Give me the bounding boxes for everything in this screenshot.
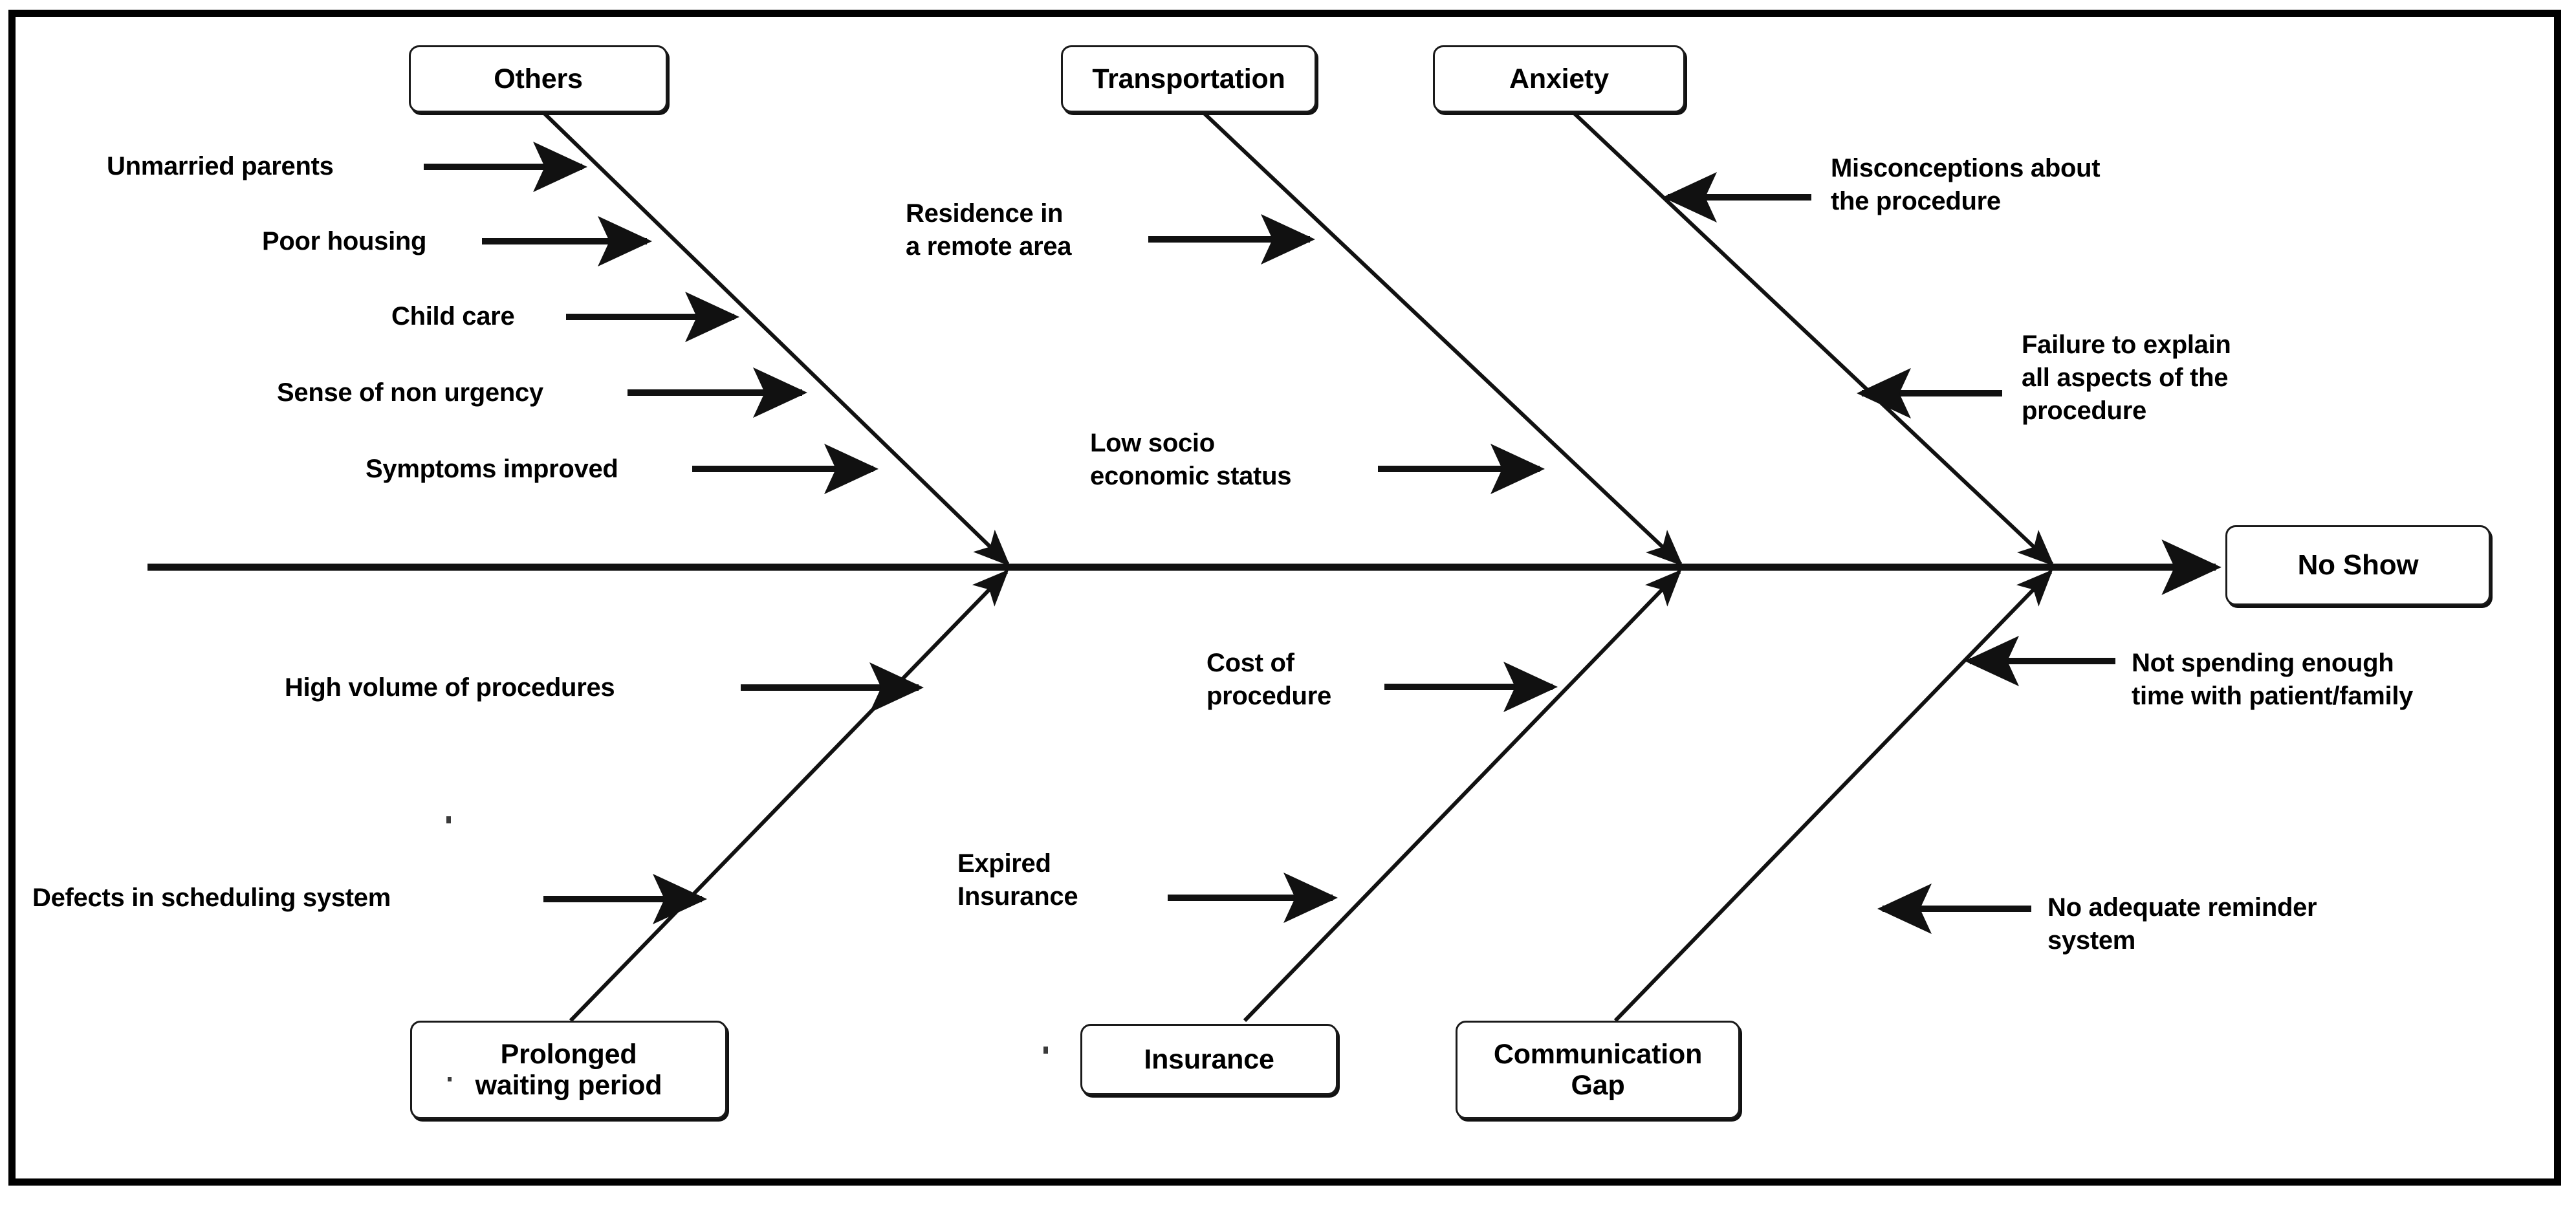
cause-label-no-adequate-reminder-system: No adequate reminder system [2047, 893, 2317, 955]
diagram-outer-frame [8, 10, 2561, 1186]
scan-speck-upper-left [446, 816, 451, 823]
category-box-others[interactable]: Others [409, 45, 668, 113]
category-label-prolonged-waiting-period: Prolonged waiting period [475, 1038, 662, 1101]
cause-label-cost-of-procedure: Cost of procedure [1206, 649, 1331, 711]
category-label-communication-gap: Communication Gap [1493, 1038, 1703, 1101]
scan-speck-prolonged-box [448, 1077, 452, 1081]
cause-label-symptoms-improved: Symptoms improved [366, 455, 618, 483]
scan-speck-mid-lower [1043, 1047, 1048, 1054]
category-box-anxiety[interactable]: Anxiety [1433, 45, 1685, 113]
category-label-insurance: Insurance [1144, 1043, 1274, 1075]
cause-label-defects-in-scheduling-system: Defects in scheduling system [32, 884, 391, 912]
cause-label-failure-to-explain-all-aspects: Failure to explain all aspects of the pr… [2022, 331, 2231, 426]
bone-insurance [1243, 569, 1682, 1023]
category-box-transportation[interactable]: Transportation [1061, 45, 1316, 113]
cause-label-misconceptions-about-the-procedure: Misconceptions about the procedure [1831, 154, 2101, 216]
bone-communication [1613, 569, 2053, 1023]
cause-label-high-volume-of-procedures: High volume of procedures [285, 673, 615, 702]
effect-label-no-show: No Show [2297, 549, 2419, 581]
category-label-others: Others [494, 63, 583, 94]
bone-others [540, 109, 1010, 567]
category-label-anxiety: Anxiety [1509, 63, 1609, 94]
cause-label-sense-of-non-urgency: Sense of non urgency [277, 378, 543, 407]
category-box-communication-gap[interactable]: Communication Gap [1456, 1021, 1740, 1119]
cause-label-low-socio-economic-status: Low socio economic status [1090, 429, 1292, 491]
effect-box-no-show[interactable]: No Show [2225, 525, 2491, 605]
cause-label-poor-housing: Poor housing [262, 227, 427, 255]
category-box-prolonged-waiting-period[interactable]: Prolonged waiting period [410, 1021, 727, 1119]
cause-label-child-care: Child care [391, 302, 515, 331]
cause-label-expired-insurance: Expired Insurance [957, 849, 1078, 911]
cause-label-unmarried-parents: Unmarried parents [107, 152, 334, 180]
bone-anxiety [1570, 109, 2055, 567]
cause-label-not-spending-enough-time: Not spending enough time with patient/fa… [2132, 649, 2414, 711]
bone-transportation [1200, 109, 1683, 567]
category-label-transportation: Transportation [1092, 63, 1285, 94]
cause-label-residence-in-a-remote-area: Residence in a remote area [906, 199, 1072, 261]
bone-prolonged [569, 569, 1009, 1023]
category-box-insurance[interactable]: Insurance [1080, 1024, 1338, 1095]
